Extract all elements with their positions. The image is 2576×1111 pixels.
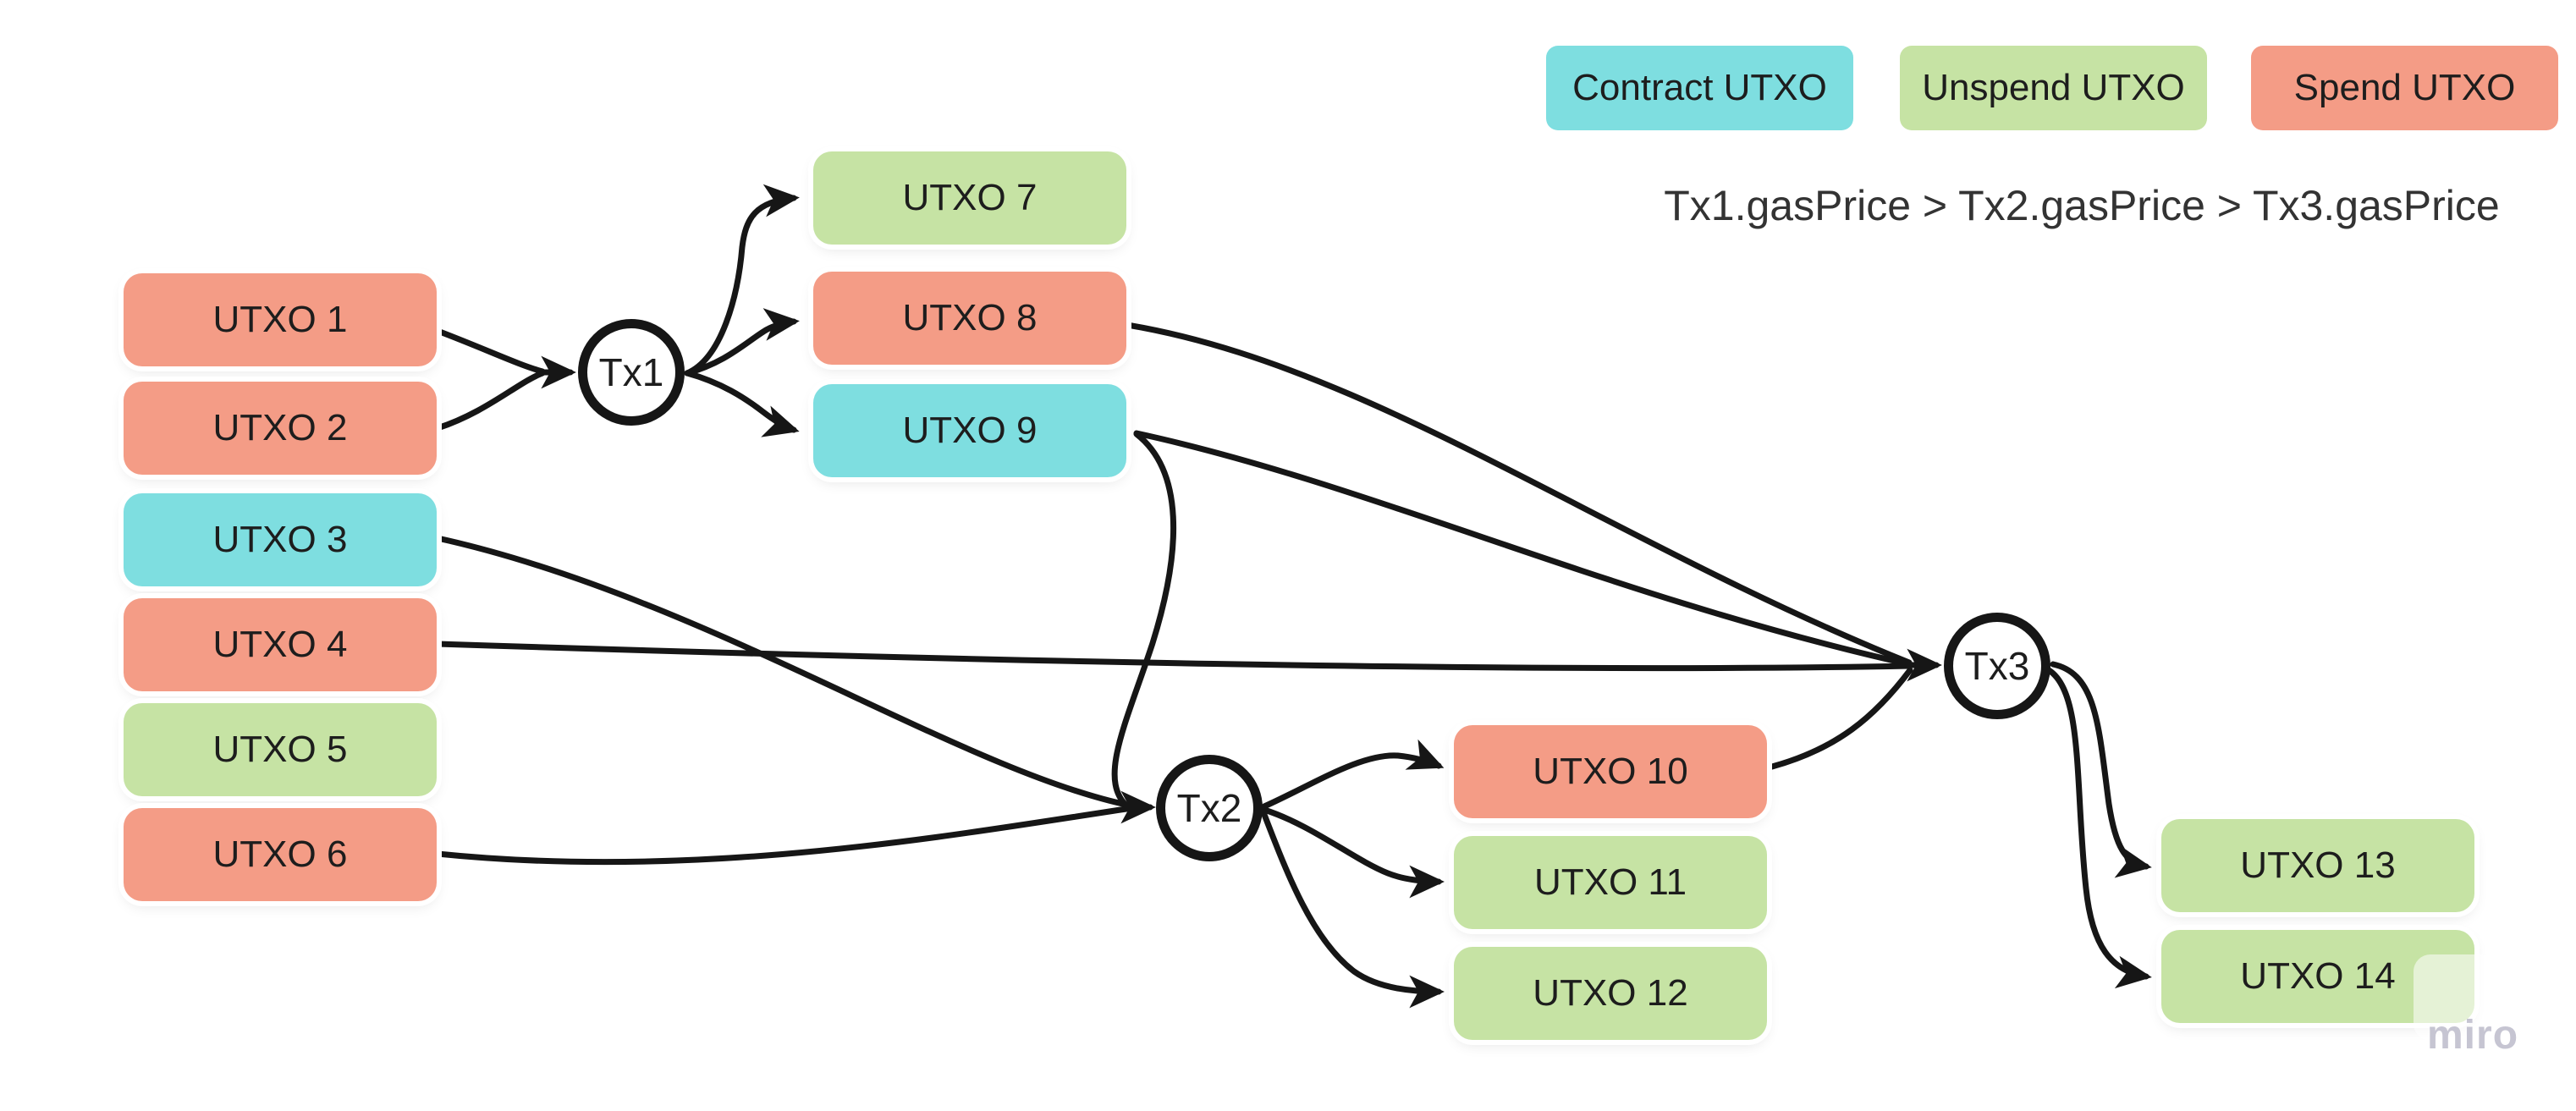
utxo-13-label: UTXO 13 <box>2240 844 2396 886</box>
edge-tx-1-utxo-9[interactable] <box>684 370 800 437</box>
utxo-11-label: UTXO 11 <box>1533 861 1687 903</box>
utxo-6-box[interactable]: UTXO 6 <box>124 808 437 901</box>
tx-3-label: Tx3 <box>1964 644 2030 688</box>
utxo-5-box[interactable]: UTXO 5 <box>124 703 437 796</box>
gas-price-annotation[interactable]: Tx1.gasPrice > Tx2.gasPrice > Tx3.gasPri… <box>1664 182 2500 229</box>
tx-1-label: Tx1 <box>598 350 664 394</box>
edge-utxo-1-tx-1[interactable] <box>434 327 546 375</box>
miro-watermark-text: miro <box>2427 1013 2519 1058</box>
utxo-12-label: UTXO 12 <box>1533 972 1688 1014</box>
edge-utxo-8-tx-3[interactable] <box>1124 322 1913 666</box>
edge-utxo-2-tx-1[interactable] <box>434 370 546 432</box>
edge-utxo-10-tx-3[interactable] <box>1769 667 1913 770</box>
edge-utxo-4-tx-3[interactable] <box>434 641 1913 672</box>
utxo-8-label: UTXO 8 <box>902 297 1038 338</box>
tx-3-node[interactable]: Tx3 <box>1944 613 2050 719</box>
utxo-9-box[interactable]: UTXO 9 <box>813 384 1126 477</box>
utxo-13-box[interactable]: UTXO 13 <box>2161 819 2474 912</box>
utxo-3-label: UTXO 3 <box>212 519 348 560</box>
utxo-4-label: UTXO 4 <box>212 624 348 665</box>
utxo-9-label: UTXO 9 <box>902 410 1038 451</box>
utxo-10-label: UTXO 10 <box>1533 751 1688 792</box>
utxo-7-label: UTXO 7 <box>902 177 1038 218</box>
legend-spend[interactable]: Spend UTXO <box>2251 46 2558 130</box>
utxo-11-box[interactable]: UTXO 11 <box>1454 836 1767 929</box>
tx-2-node[interactable]: Tx2 <box>1156 755 1263 861</box>
utxo-10-box[interactable]: UTXO 10 <box>1454 725 1767 818</box>
edge-utxo-3-tx-2[interactable] <box>434 535 1130 808</box>
utxo-5-label: UTXO 5 <box>212 729 348 770</box>
utxo-12-box[interactable]: UTXO 12 <box>1454 947 1767 1040</box>
edge-utxo-9-tx-2[interactable] <box>1111 431 1177 808</box>
utxo-2-box[interactable]: UTXO 2 <box>124 382 437 475</box>
edge-tx-2-utxo-12[interactable] <box>1260 809 1445 1009</box>
legend-contract[interactable]: Contract UTXO <box>1546 46 1853 130</box>
edge-utxo-9-tx-3[interactable] <box>1133 430 1913 668</box>
edge-tx-2-utxo-11[interactable] <box>1261 806 1445 899</box>
edge-tx-1-utxo-8[interactable] <box>684 308 800 377</box>
utxo-7-box[interactable]: UTXO 7 <box>813 151 1126 245</box>
utxo-4-box[interactable]: UTXO 4 <box>124 598 437 691</box>
utxo-2-label: UTXO 2 <box>212 407 348 448</box>
utxo-8-box[interactable]: UTXO 8 <box>813 272 1126 365</box>
miro-watermark-box <box>2414 954 2500 1041</box>
edge-tx-1-utxo-7[interactable] <box>684 184 800 377</box>
edge-tx-3-utxo-14[interactable] <box>2045 667 2152 989</box>
utxo-1-label: UTXO 1 <box>212 299 348 340</box>
edge-tx-3-utxo-13[interactable] <box>2050 661 2152 878</box>
edge-tx-2-utxo-10[interactable] <box>1261 739 1445 810</box>
utxo-14-label: UTXO 14 <box>2240 955 2396 997</box>
tx-2-label: Tx2 <box>1176 786 1242 830</box>
utxo-6-label: UTXO 6 <box>212 833 348 875</box>
utxo-1-box[interactable]: UTXO 1 <box>124 273 437 366</box>
utxo-3-box[interactable]: UTXO 3 <box>124 493 437 586</box>
legend-unspend[interactable]: Unspend UTXO <box>1900 46 2207 130</box>
tx-1-node[interactable]: Tx1 <box>578 319 685 426</box>
edge-utxo-6-tx-2[interactable] <box>434 806 1130 866</box>
